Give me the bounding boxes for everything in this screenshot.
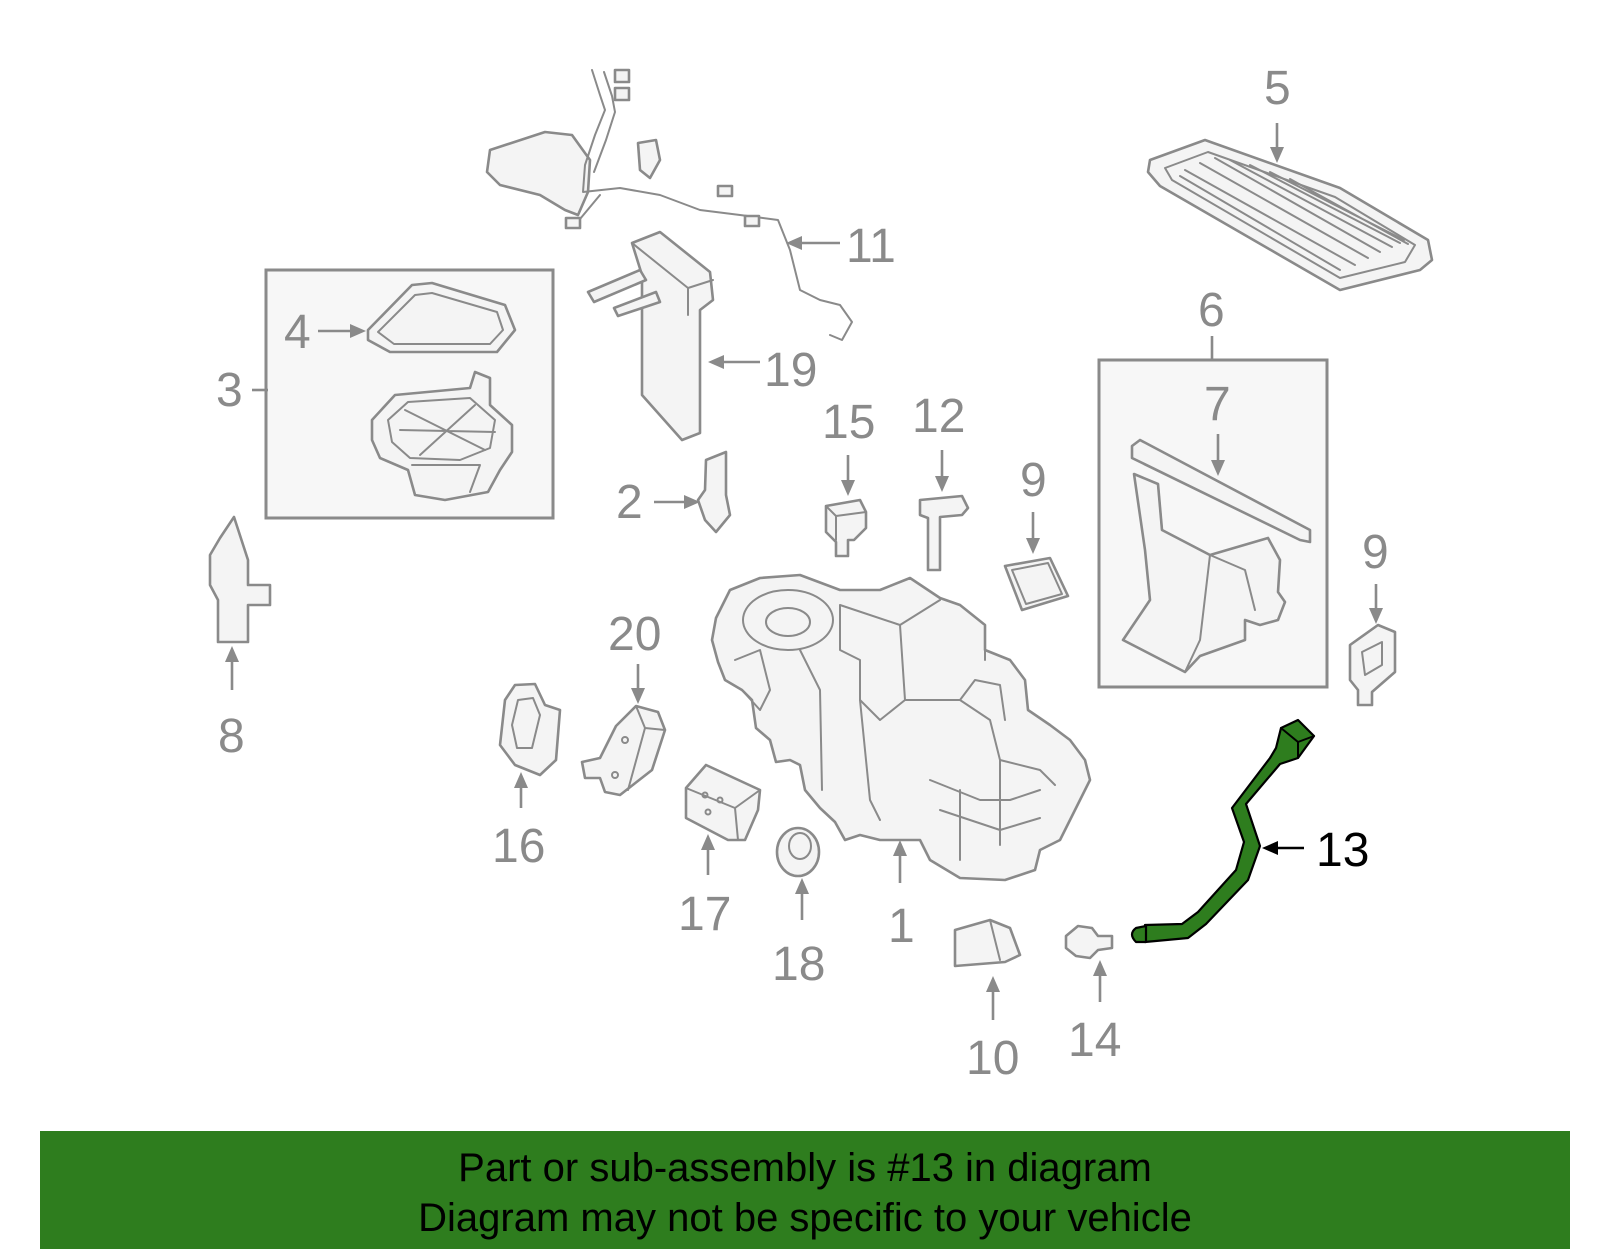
part-9-right-bracket[interactable] [1348,623,1397,707]
part-13-drain-hose[interactable] [1130,718,1316,944]
part-1-hvac-housing[interactable] [710,573,1092,882]
callout-20: 20 [608,608,661,661]
callout-14: 14 [1068,1014,1121,1067]
callout-5: 5 [1264,62,1291,115]
part-3-blower-housing[interactable] [370,370,514,502]
callout-18: 18 [772,938,825,991]
part-2-bracket[interactable] [696,450,732,534]
part-9-left-seal[interactable] [1003,556,1070,612]
part-10-connector[interactable] [953,918,1022,968]
part-18-grommet[interactable] [775,826,821,878]
callout-7: 7 [1204,378,1231,431]
callout-17: 17 [678,888,731,941]
callout-8: 8 [218,710,245,763]
part-12-actuator-pin[interactable] [918,494,970,572]
callout-4: 4 [284,306,311,359]
part-6-duct-assembly[interactable] [1121,472,1287,674]
callout-9-left: 9 [1020,454,1047,507]
callout-9-right: 9 [1362,526,1389,579]
callout-10: 10 [966,1032,1019,1085]
callout-2: 2 [616,476,643,529]
callout-13: 13 [1316,824,1369,877]
part-15-sensor[interactable] [824,498,868,558]
part-11-wiring-harness[interactable] [485,68,853,341]
part-17-actuator[interactable] [684,763,762,842]
part-20-blower-motor-resistor[interactable] [580,704,667,797]
banner-line-1: Part or sub-assembly is #13 in diagram [458,1146,1152,1190]
info-banner: Part or sub-assembly is #13 in diagram D… [40,1131,1570,1249]
part-19-evaporator[interactable] [586,230,715,442]
callout-19: 19 [764,344,817,397]
callout-12: 12 [912,390,965,443]
callout-15: 15 [822,396,875,449]
callout-16: 16 [492,820,545,873]
part-8-duct[interactable] [208,515,272,644]
part-7-seal-strip[interactable] [1130,438,1312,544]
callout-6: 6 [1198,284,1225,337]
part-4-filter-gasket[interactable] [366,281,517,354]
part-14-clip[interactable] [1064,924,1114,960]
banner-line-2: Diagram may not be specific to your vehi… [418,1196,1192,1240]
callout-1: 1 [888,900,915,953]
part-5-cabin-filter[interactable] [1146,138,1434,292]
part-16-grommet[interactable] [498,682,562,777]
callout-3: 3 [216,364,243,417]
leader-lines [225,123,1383,1020]
callout-11: 11 [846,220,896,273]
